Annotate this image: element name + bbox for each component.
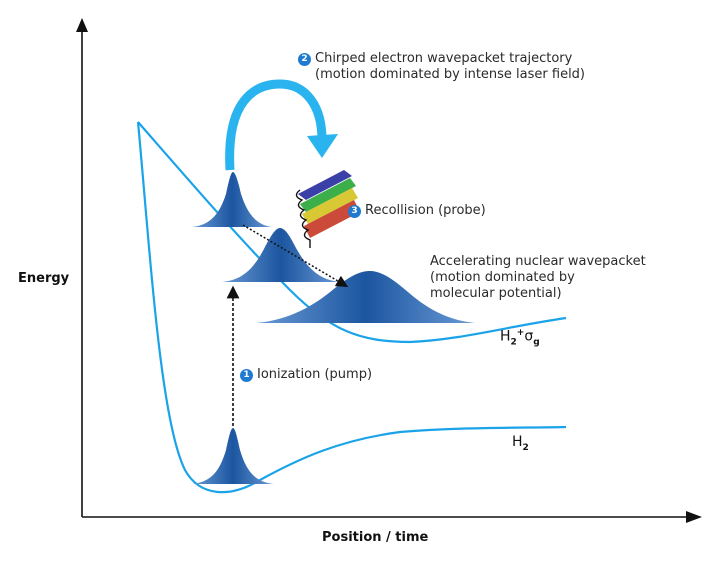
trajectory-arrowhead-icon <box>307 134 338 158</box>
y-axis <box>76 18 88 517</box>
h2plus-potential-curve <box>137 121 567 344</box>
y-axis-label: Energy <box>18 271 70 286</box>
h2plus-curve-label: H2+σg <box>500 328 540 348</box>
x-axis <box>82 511 702 523</box>
wavepacket-2 <box>222 228 340 282</box>
electron-trajectory-arrow <box>225 79 327 171</box>
step-3-badge: 3 <box>348 205 361 218</box>
chirped-wavepacket-bands <box>295 170 360 248</box>
x-axis-arrow-icon <box>686 511 702 523</box>
step-1-badge: 1 <box>240 369 253 382</box>
step-2-badge: 2 <box>298 53 311 66</box>
x-axis-label: Position / time <box>322 530 429 545</box>
wavepacket-1 <box>192 172 272 227</box>
h2-curve-label: H2 <box>512 434 529 453</box>
nuclear-wavepacket-annotation: Accelerating nuclear wavepacket (motion … <box>430 254 646 301</box>
wavepacket-3 <box>256 271 475 323</box>
ground-wavepacket <box>192 428 274 484</box>
nuclear-motion-arrow <box>242 224 349 288</box>
y-axis-arrow-icon <box>76 18 88 32</box>
